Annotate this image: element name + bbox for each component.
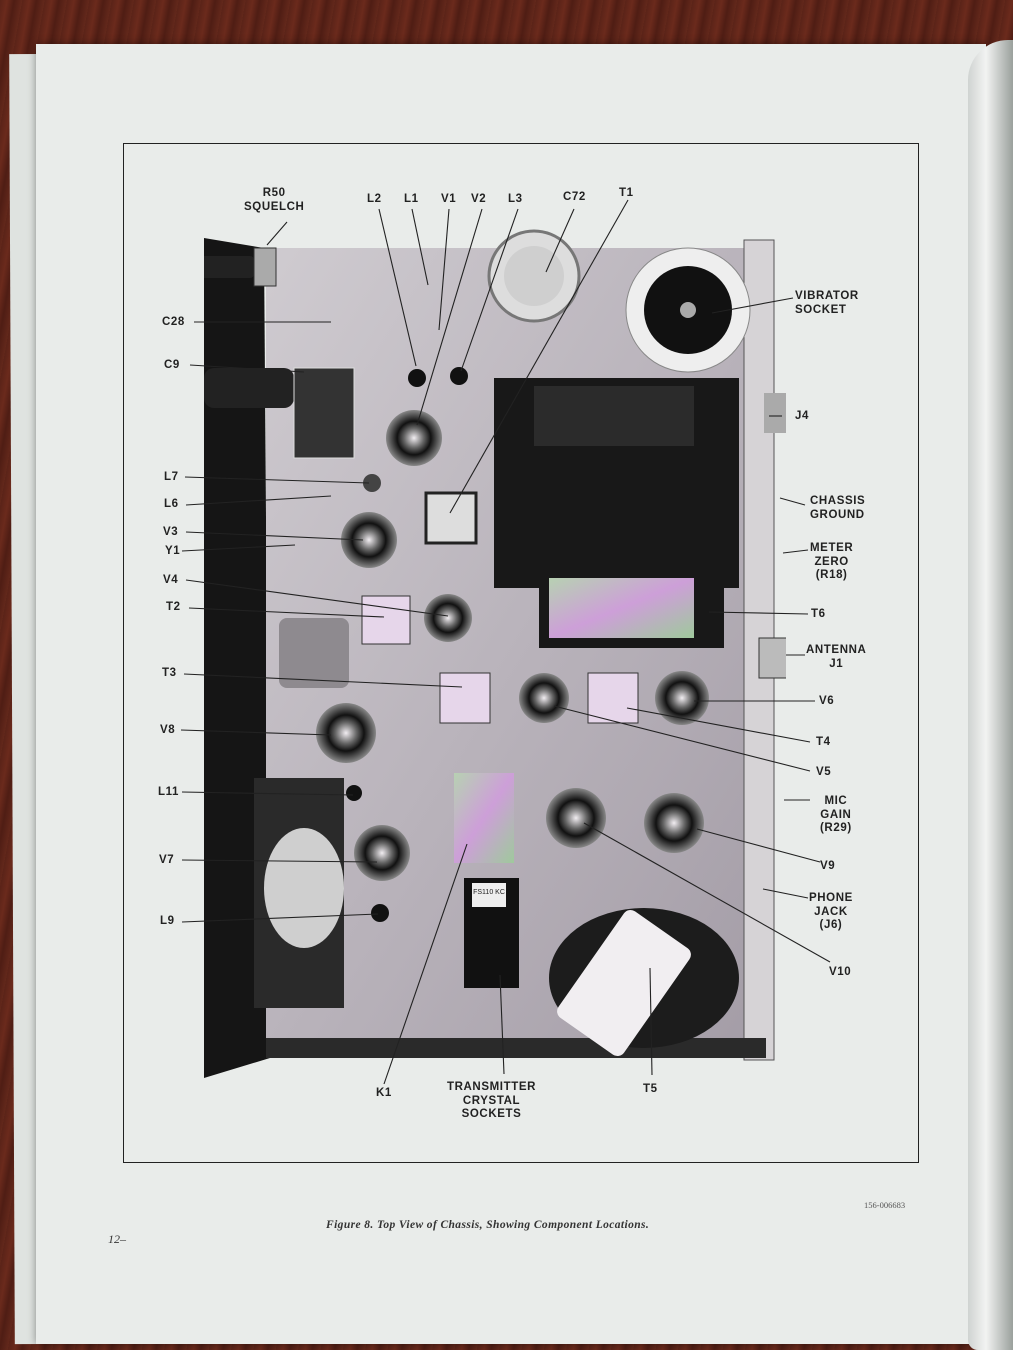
label-l7: L7 [164, 471, 179, 483]
label-vibrator-socket: VIBRATOR SOCKET [795, 290, 859, 316]
label-v2: V2 [471, 193, 487, 205]
label-t6: T6 [811, 608, 826, 620]
label-c9: C9 [164, 359, 180, 371]
label-v4: V4 [163, 574, 179, 586]
label-phone-jack: PHONE JACK (J6) [809, 892, 853, 931]
label-l9: L9 [160, 915, 175, 927]
label-t5: T5 [643, 1083, 658, 1095]
label-v1: V1 [441, 193, 457, 205]
label-l6: L6 [164, 498, 179, 510]
label-v5: V5 [816, 766, 832, 778]
label-v8: V8 [160, 724, 176, 736]
label-t4: T4 [816, 736, 831, 748]
label-k1: K1 [376, 1087, 392, 1099]
label-t3: T3 [162, 667, 177, 679]
crystal-label: FS110 KC [473, 889, 505, 896]
label-c72: C72 [563, 191, 586, 203]
label-meter-zero: METER ZERO (R18) [810, 542, 854, 581]
label-v3: V3 [163, 526, 179, 538]
label-mic-gain: MIC GAIN (R29) [820, 795, 852, 834]
label-v10: V10 [829, 966, 852, 978]
chassis-photo: FS110 KC [204, 218, 786, 1078]
label-l3: L3 [508, 193, 523, 205]
label-t1: T1 [619, 187, 634, 199]
label-c28: C28 [162, 316, 185, 328]
label-y1: Y1 [165, 545, 181, 557]
figure-frame [123, 143, 919, 1163]
label-chassis-ground: CHASSIS GROUND [810, 495, 866, 521]
page-number: 12– [108, 1232, 126, 1246]
label-antenna-j1: ANTENNA J1 [806, 644, 867, 670]
label-l1: L1 [404, 193, 419, 205]
label-j4: J4 [795, 410, 809, 422]
label-l11: L11 [158, 786, 179, 798]
label-v7: V7 [159, 854, 175, 866]
label-v9: V9 [820, 860, 836, 872]
document-number: 156-006683 [864, 1200, 906, 1210]
chassis-left-wall [204, 238, 270, 1078]
label-r50-squelch: R50 SQUELCH [244, 187, 305, 213]
figure-caption: Figure 8. Top View of Chassis, Showing C… [326, 1219, 650, 1231]
label-v6: V6 [819, 695, 835, 707]
label-t2: T2 [166, 601, 181, 613]
label-l2: L2 [367, 193, 382, 205]
label-transmitter-crystal-sockets: TRANSMITTER CRYSTAL SOCKETS [447, 1081, 537, 1120]
curled-page-edge [968, 40, 1013, 1350]
